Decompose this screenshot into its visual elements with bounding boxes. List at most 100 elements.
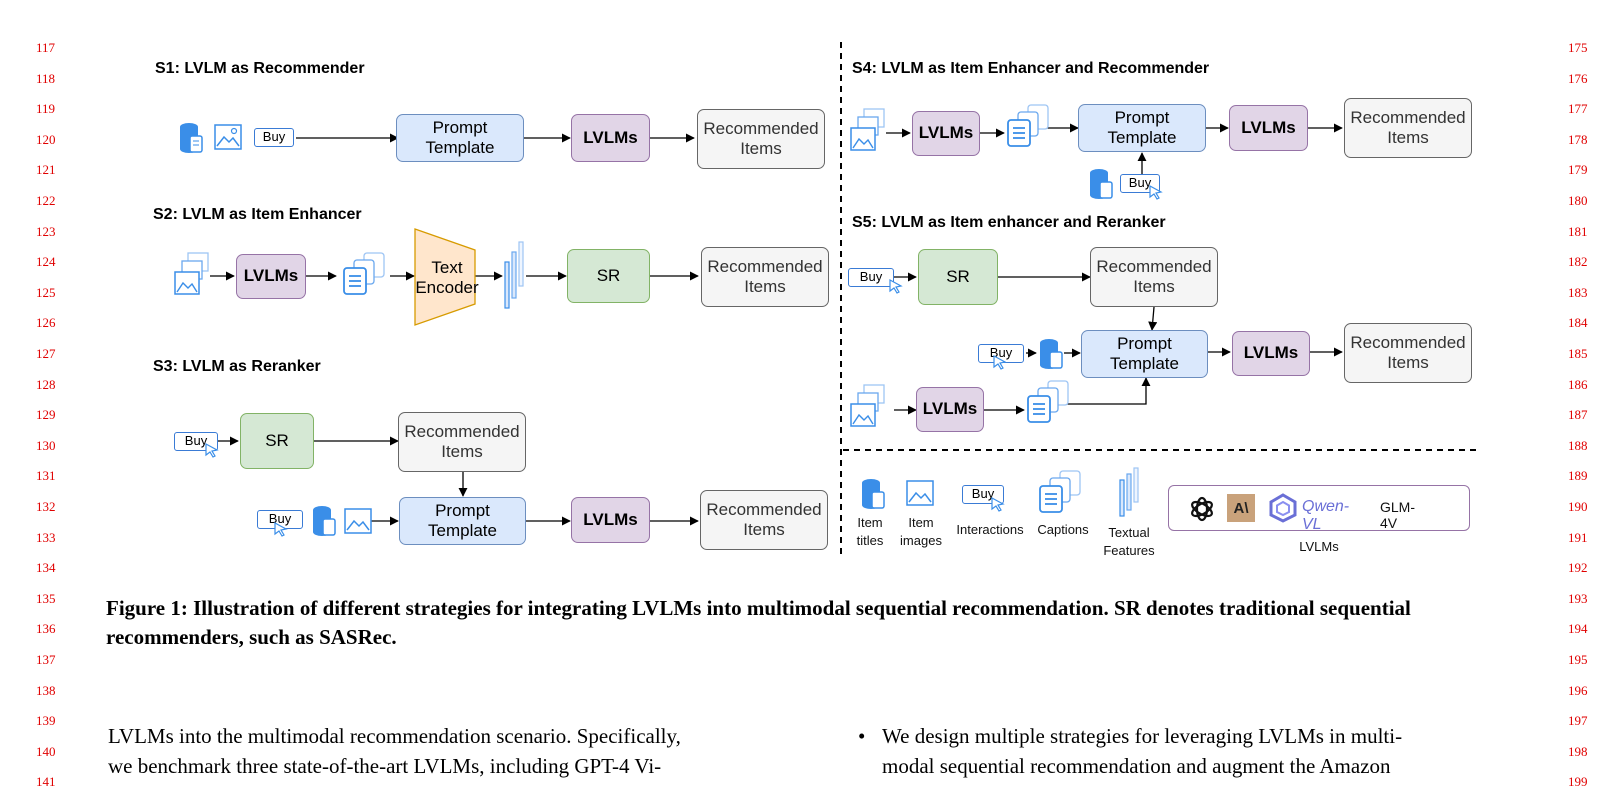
image-icon	[344, 508, 372, 534]
line-number: 122	[36, 193, 56, 208]
line-number: 199	[1568, 774, 1588, 790]
database-icon	[1090, 169, 1113, 199]
s5-lvlms-enhancer: LVLMs	[916, 387, 984, 432]
legend-captions: Captions	[1037, 522, 1089, 537]
s4-prompt-template: Prompt Template	[1078, 104, 1206, 152]
line-number: 186	[1568, 376, 1588, 392]
line-number: 120	[36, 131, 56, 147]
s5-prompt-template: Prompt Template	[1081, 330, 1208, 378]
s5-recommended-items-top: Recommended Items	[1090, 247, 1218, 307]
line-number: 124	[36, 254, 56, 270]
line-number: 134	[36, 560, 56, 576]
line-number: 139	[36, 713, 56, 729]
line-number: 193	[1568, 590, 1588, 606]
line-number: 194	[1568, 621, 1588, 637]
line-number: 183	[1568, 284, 1588, 300]
legend-item-images: Item images	[900, 515, 942, 548]
cursor-icon	[889, 278, 903, 294]
figure-connectors	[210, 42, 1478, 557]
line-number: 135	[36, 590, 56, 606]
line-number: 126	[36, 315, 56, 331]
line-number: 117	[36, 40, 56, 55]
line-number: 184	[1568, 315, 1588, 331]
cursor-icon	[993, 354, 1007, 370]
legend-textual-features: Textual Features	[1103, 525, 1155, 558]
s4-recommended-items: Recommended Items	[1344, 98, 1472, 158]
s5-buy-interaction: Buy	[848, 268, 894, 287]
cursor-icon	[274, 521, 288, 537]
s2-recommended-items: Recommended Items	[701, 247, 829, 307]
legend-item-titles-icon	[862, 479, 885, 509]
image-icon	[214, 124, 242, 150]
body-line: We design multiple strategies for levera…	[882, 724, 1403, 748]
line-number: 192	[1568, 560, 1588, 576]
body-right-column: • We design multiple strategies for leve…	[858, 721, 1538, 781]
line-number: 141	[36, 774, 56, 790]
buy-interaction: Buy	[254, 128, 294, 147]
body-line: LVLMs into the multimodal recommendation…	[108, 724, 681, 748]
legend-lvlms-box	[1168, 485, 1470, 531]
line-number: 188	[1568, 437, 1588, 453]
line-number: 128	[36, 376, 56, 392]
line-number: 177	[1568, 101, 1588, 117]
body-left-column: LVLMs into the multimodal recommendation…	[108, 721, 788, 781]
line-number: 130	[36, 437, 56, 453]
body-line: we benchmark three state-of-the-art LVLM…	[108, 754, 662, 778]
s2-lvlms: LVLMs	[236, 254, 306, 299]
anthropic-logo-icon: A\	[1227, 494, 1255, 522]
s5-recommended-items: Recommended Items	[1344, 323, 1472, 383]
line-number: 181	[1568, 223, 1588, 239]
text-encoder-shape	[414, 228, 476, 326]
line-number: 140	[36, 743, 56, 759]
line-number: 189	[1568, 468, 1588, 484]
s1-title: S1: LVLM as Recommender	[155, 60, 365, 77]
captions-icon	[343, 252, 385, 295]
image-stack-icon	[174, 252, 209, 295]
s1-prompt-template: Prompt Template	[396, 114, 524, 162]
s5-title: S5: LVLM as Item enhancer and Reranker	[852, 214, 1166, 231]
s3-sr: SR	[240, 413, 314, 469]
s3-lvlms: LVLMs	[571, 497, 650, 543]
line-number: 133	[36, 529, 56, 545]
line-number: 196	[1568, 682, 1588, 698]
s2-text-encoder: Text Encoder	[415, 257, 479, 297]
s3-recommended-items: Recommended Items	[700, 490, 828, 550]
line-number: 198	[1568, 743, 1588, 759]
s5-sr: SR	[918, 249, 998, 305]
line-number: 136	[36, 621, 56, 637]
image-stack-icon	[850, 384, 885, 427]
s3-buy-interaction-2: Buy	[257, 510, 303, 529]
line-number: 131	[36, 468, 56, 484]
database-icon	[180, 123, 203, 153]
line-number: 197	[1568, 713, 1588, 729]
line-number: 119	[36, 101, 56, 117]
line-number: 129	[36, 407, 56, 423]
body-line: modal sequential recommendation and augm…	[882, 754, 1391, 778]
captions-icon	[1007, 104, 1049, 147]
cursor-icon	[991, 496, 1005, 512]
image-stack-icon	[850, 108, 885, 151]
line-number: 190	[1568, 499, 1588, 514]
line-number: 118	[36, 70, 56, 86]
captions-icon	[1027, 380, 1069, 423]
line-number: 137	[36, 652, 56, 667]
figure-caption: Figure 1: Illustration of different stra…	[106, 596, 1411, 649]
legend-captions-icon	[1039, 470, 1081, 513]
line-number: 179	[1568, 162, 1588, 178]
glm-label: GLM-4V	[1380, 499, 1415, 531]
textual-features-icon	[504, 241, 524, 309]
openai-logo-icon	[1191, 496, 1213, 522]
cursor-icon	[205, 442, 219, 458]
s4-lvlms-enhancer: LVLMs	[912, 111, 980, 156]
s3-prompt-template: Prompt Template	[399, 497, 526, 545]
s5-lvlms: LVLMs	[1232, 331, 1310, 376]
s2-sr: SR	[567, 249, 650, 303]
line-number: 182	[1568, 254, 1588, 270]
line-number: 175	[1568, 40, 1588, 55]
line-number: 127	[36, 346, 56, 361]
line-number: 176	[1568, 70, 1588, 86]
s1-recommended-items: Recommended Items	[697, 109, 825, 169]
line-number: 187	[1568, 407, 1588, 423]
line-number: 132	[36, 499, 56, 514]
legend-item-titles: Item titles	[856, 515, 884, 548]
